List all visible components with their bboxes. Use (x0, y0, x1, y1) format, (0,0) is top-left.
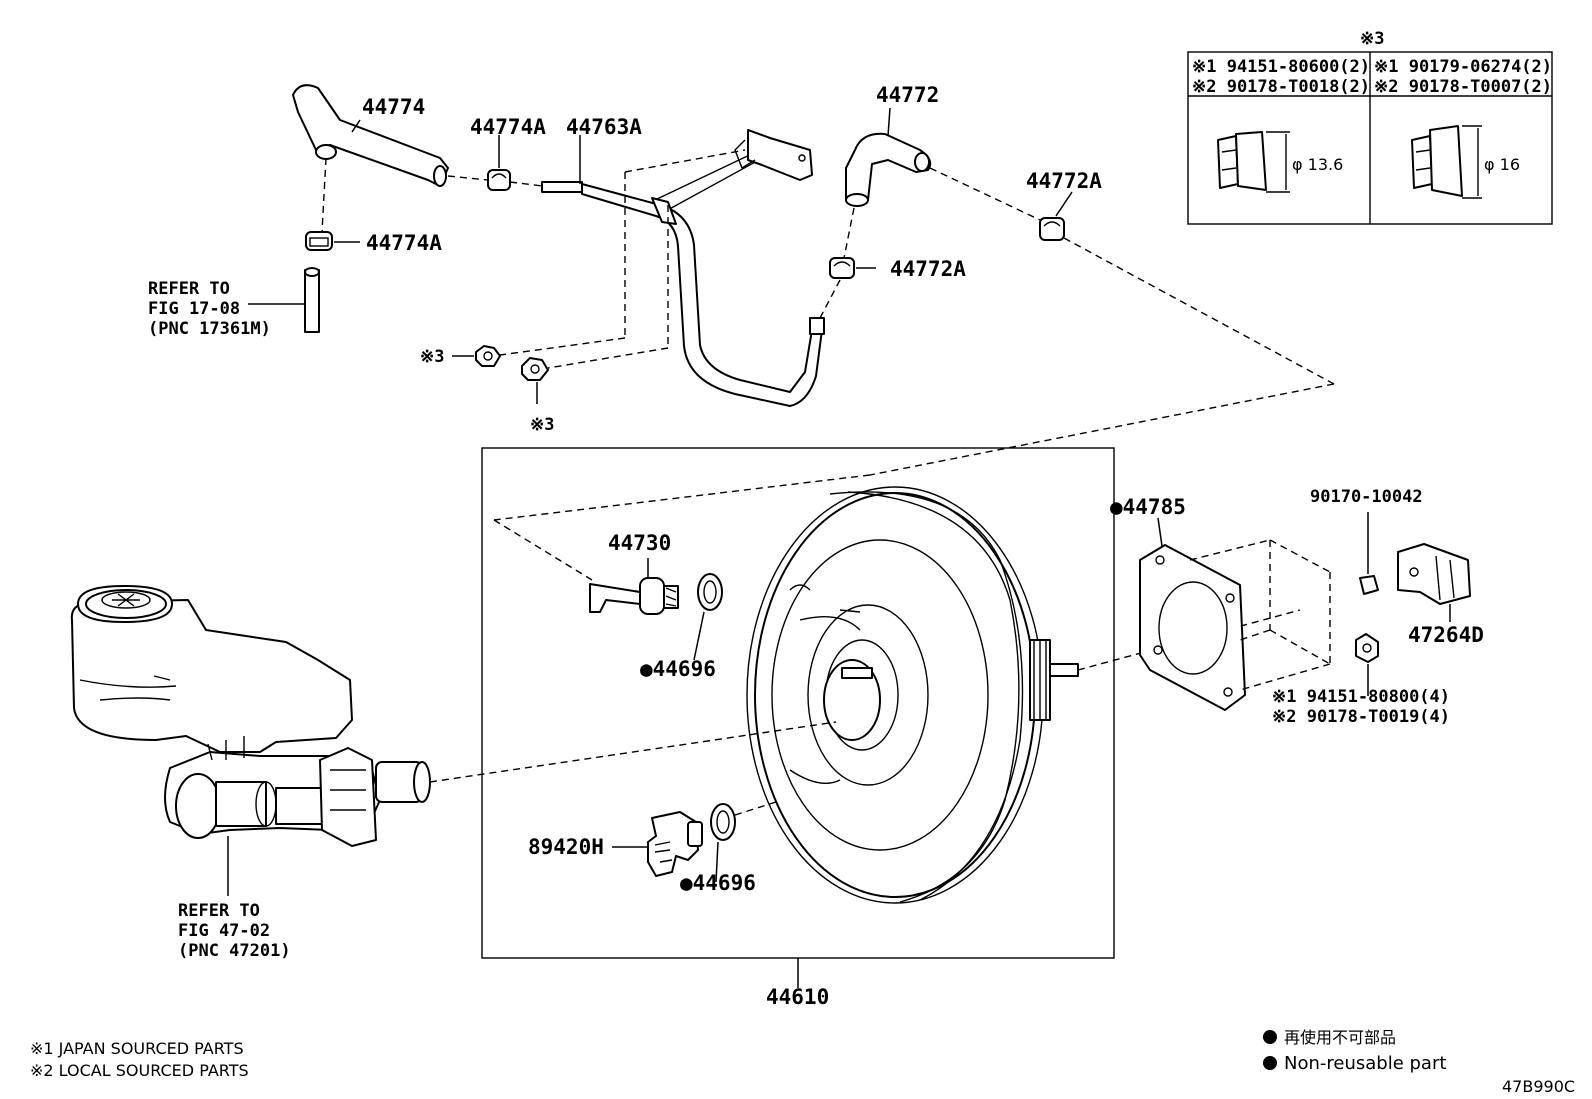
nut-table-left-line2: ※2 90178-T0018(2) (1192, 77, 1370, 97)
label-44763a: 44763A (566, 115, 642, 139)
label-44774a-lower: 44774A (366, 231, 442, 255)
legend-english: Non-reusable part (1284, 1053, 1446, 1074)
legend-japanese: 再使用不可部品 (1284, 1028, 1396, 1047)
figure-id: 47B990C (1502, 1077, 1575, 1096)
flange-nut-lower[interactable] (521, 357, 549, 381)
footnote-local: ※2 LOCAL SOURCED PARTS (30, 1061, 249, 1080)
nut-table-right-line1: ※1 90179-06274(2) (1374, 57, 1552, 77)
label-44774a-upper: 44774A (470, 115, 546, 139)
refer-upper-line1: REFER TO (148, 279, 230, 299)
vacuum-pipe-44763a[interactable] (541, 149, 825, 407)
nut-table-title: ※3 (1360, 29, 1384, 49)
nut-table-left-dimension: φ 13.6 (1292, 155, 1343, 174)
booster-nut-line2: ※2 90178-T0019(4) (1272, 707, 1450, 727)
label-44772a-right: 44772A (1026, 169, 1102, 193)
fig-17-08-pipe (304, 267, 320, 333)
gasket-44785[interactable] (1139, 544, 1246, 711)
booster-mounting-nut[interactable] (1355, 633, 1379, 663)
nut-marker-lower: ※3 (530, 415, 554, 435)
refer-upper-line2: FIG 17-08 (148, 299, 240, 319)
vacuum-sensor-89420h[interactable] (647, 811, 703, 877)
vacuum-hose-44774[interactable] (292, 84, 449, 187)
nut-table-left-line1: ※1 94151-80600(2) (1192, 57, 1370, 77)
vacuum-check-union-44730[interactable] (589, 577, 679, 615)
label-44772: 44772 (876, 83, 939, 107)
clevis-47264d[interactable] (1397, 543, 1471, 605)
nut-spec-table: ※3 ※1 94151-80600(2) ※2 90178-T0018(2) ※… (1187, 29, 1553, 225)
label-44696-upper: ●44696 (640, 657, 716, 681)
flange-nut-large-drawing (1411, 125, 1482, 199)
brake-booster-44610[interactable] (746, 486, 1079, 904)
label-44610: 44610 (766, 985, 829, 1009)
legend-dot-1 (1263, 1030, 1277, 1044)
label-89420h: 89420H (528, 835, 604, 859)
hose-clamp-44772a-mid[interactable] (829, 257, 855, 279)
label-90170-10042: 90170-10042 (1310, 487, 1423, 507)
clevis-pin-90170-10042[interactable] (1359, 575, 1379, 595)
vacuum-hose-44772[interactable] (845, 132, 932, 207)
hose-clamp-44774a-upper[interactable] (487, 169, 511, 191)
footnote-japan: ※1 JAPAN SOURCED PARTS (30, 1039, 244, 1058)
booster-nut-line1: ※1 94151-80800(4) (1272, 687, 1450, 707)
label-44696-lower: ●44696 (680, 871, 756, 895)
hose-clamp-44774a-lower[interactable] (305, 231, 333, 251)
grommet-44696-upper[interactable] (697, 573, 723, 611)
master-cylinder-assembly (70, 585, 431, 847)
grommet-44696-lower[interactable] (710, 803, 736, 841)
label-44730: 44730 (608, 531, 671, 555)
nut-marker-upper: ※3 (420, 347, 444, 367)
refer-upper-line3: (PNC 17361M) (148, 319, 271, 339)
label-44774: 44774 (362, 95, 425, 119)
label-47264d: 47264D (1408, 623, 1484, 647)
flange-nut-upper[interactable] (475, 345, 501, 367)
refer-lower-line1: REFER TO (178, 901, 260, 921)
flange-nut-small-drawing (1217, 131, 1290, 193)
label-44772a-mid: 44772A (890, 257, 966, 281)
nut-table-right-line2: ※2 90178-T0007(2) (1374, 77, 1552, 97)
nut-table-right-dimension: φ 16 (1484, 155, 1520, 174)
legend-dot-2 (1263, 1056, 1277, 1070)
refer-lower-line2: FIG 47-02 (178, 921, 270, 941)
label-44785: ●44785 (1110, 495, 1186, 519)
pipe-mounting-bracket (734, 129, 813, 181)
refer-lower-line3: (PNC 47201) (178, 941, 291, 961)
hose-clamp-44772a-right[interactable] (1039, 217, 1065, 241)
